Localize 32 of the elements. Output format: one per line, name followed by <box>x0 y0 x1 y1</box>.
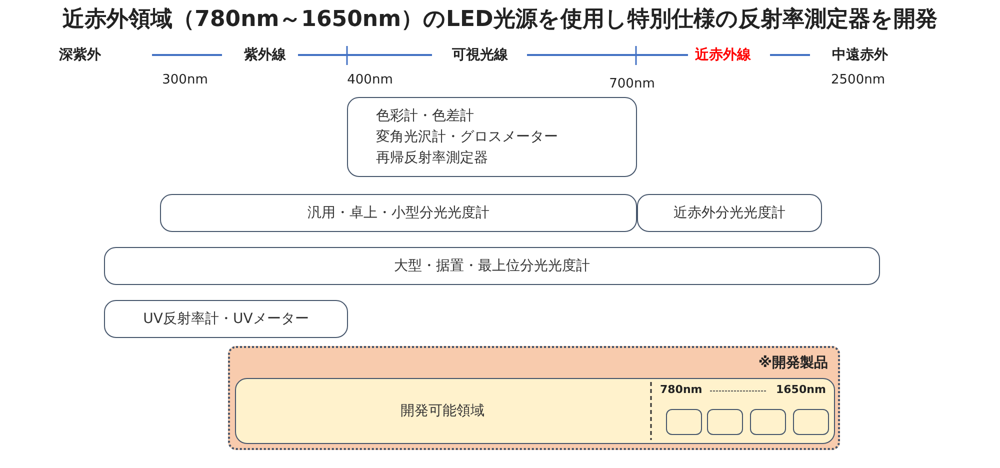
spectrum-band-label: 深紫外 <box>59 46 101 64</box>
sample-box <box>707 409 743 435</box>
instrument-box <box>347 97 637 177</box>
development-area-box <box>235 378 835 444</box>
wavelength-label: 300nm <box>162 72 208 88</box>
wavelength-label: 2500nm <box>831 72 885 88</box>
instrument-box <box>637 194 822 232</box>
box-label: 汎用・卓上・小型分光光度計 <box>308 204 490 222</box>
spectrum-band-label: 可視光線 <box>452 46 508 64</box>
instrument-box <box>104 247 880 285</box>
spectrum-band-label: 中遠赤外 <box>832 46 888 64</box>
box-label: 変角光沢計・グロスメーター <box>376 128 558 146</box>
sample-box <box>666 409 702 435</box>
sample-box <box>750 409 786 435</box>
box-label: 再帰反射率測定器 <box>376 148 488 168</box>
instrument-box <box>160 194 637 232</box>
wavelength-label: 700nm <box>609 76 655 92</box>
sample-box <box>793 409 829 435</box>
box-label: 色彩計・色差計 <box>376 106 474 126</box>
product-panel <box>228 346 840 450</box>
instrument-box <box>104 300 348 338</box>
range-start-label: 780nm <box>660 383 702 396</box>
box-label: UV反射率計・UVメーター <box>143 310 309 328</box>
box-label: 大型・据置・最上位分光光度計 <box>394 256 590 276</box>
wavelength-label: 400nm <box>347 72 393 88</box>
range-end-label: 1650nm <box>776 383 826 396</box>
spectrum-band-label: 近赤外線 <box>695 46 751 64</box>
title: 近赤外領域（780nm～1650nm）のLED光源を使用し特別仕様の反射率測定器を開発 <box>62 6 938 34</box>
box-label: 近赤外分光光度計 <box>674 204 786 222</box>
spectrum-band-label: 紫外線 <box>244 46 286 64</box>
box-label: 開発可能領域 <box>400 402 486 420</box>
panel-heading: ※開発製品 <box>758 354 828 372</box>
